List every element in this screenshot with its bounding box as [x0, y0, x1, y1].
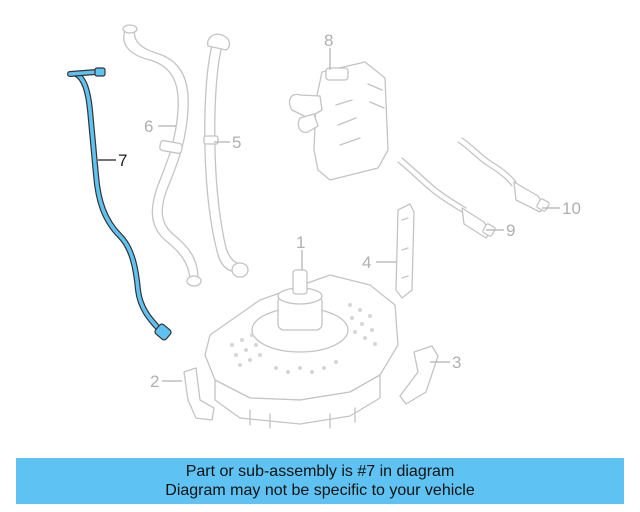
info-banner: Part or sub-assembly is #7 in diagram Di…: [16, 458, 624, 504]
banner-line-1: Part or sub-assembly is #7 in diagram: [185, 463, 455, 480]
part-7-hose: [67, 67, 172, 341]
callout-10: 10: [562, 199, 581, 218]
callout-9: 9: [506, 221, 515, 240]
part-10-sensor: [457, 137, 550, 213]
callout-3: 3: [452, 353, 461, 372]
part-5-hose: [203, 33, 249, 278]
part-2-bracket: [183, 367, 215, 421]
callout-1: 1: [296, 233, 305, 252]
callout-2: 2: [150, 372, 159, 391]
part-9-sensor: [397, 157, 496, 239]
vent-pattern: [230, 303, 377, 374]
parts-diagram: 7 6 5 8 1 4 2 3 9 10: [67, 24, 581, 429]
callout-8: 8: [324, 31, 333, 50]
callout-4: 4: [362, 253, 371, 272]
part-6-hose: [122, 24, 202, 287]
callout-6: 6: [144, 117, 153, 136]
callout-5: 5: [232, 133, 241, 152]
banner-line-2: Diagram may not be specific to your vehi…: [165, 482, 475, 499]
part-1-canister: [204, 269, 399, 429]
part-8-bracket: [288, 61, 389, 181]
part-3-bracket: [399, 345, 439, 405]
callout-7: 7: [118, 151, 127, 170]
part-4-bracket: [395, 203, 415, 299]
